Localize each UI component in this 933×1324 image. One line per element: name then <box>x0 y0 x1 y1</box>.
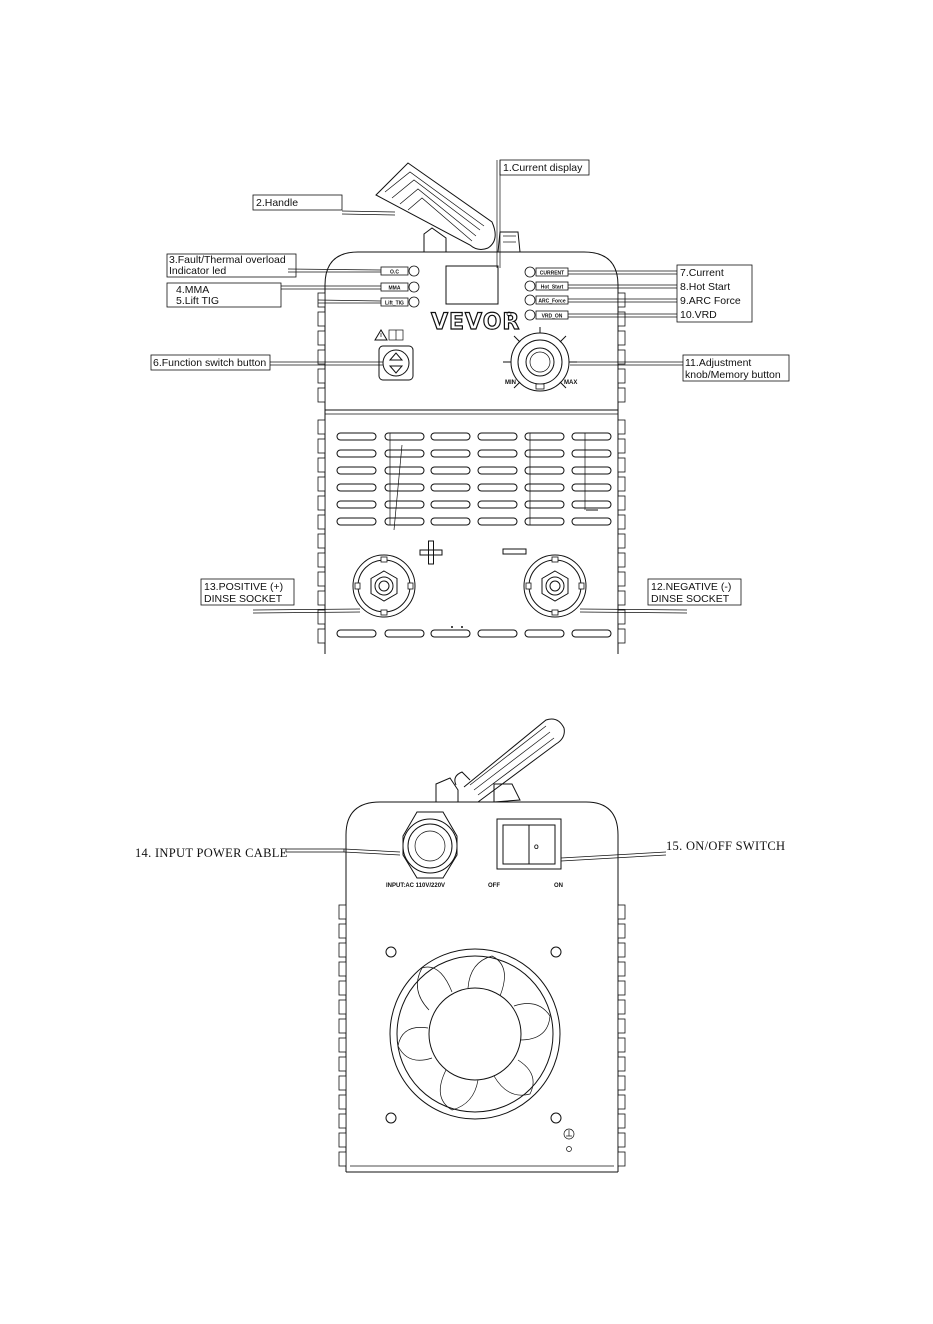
led-current-label: CURRENT <box>540 271 564 277</box>
front-handle-drawing <box>375 162 521 253</box>
function-switch-button-drawing <box>378 345 414 381</box>
right-indicator-leds: CURRENT Hot_Start ARC_Force VRD_ON <box>524 266 569 321</box>
callout-function-switch: 6.Function switch button <box>153 357 266 369</box>
knob-min-label: MIN <box>505 380 516 386</box>
plus-sign-icon <box>419 540 443 565</box>
front-view: O.C MMA Lift_TIG CURRENT Hot_Start ARC_F… <box>317 162 626 654</box>
front-callouts: 1.Current display 2.Handle 3.Fault/Therm… <box>150 159 790 614</box>
left-indicator-leds: O.C MMA Lift_TIG <box>380 265 420 308</box>
led-vrd <box>524 309 536 321</box>
callout-13-box <box>200 578 295 606</box>
knob-max-label: MAX <box>564 380 577 386</box>
callout-positive-line1: 13.POSITIVE (+) <box>204 581 283 593</box>
callout-current-display: 1.Current display <box>503 162 583 174</box>
front-side-fins <box>317 292 626 644</box>
callout-negative-line1: 12.NEGATIVE (-) <box>651 581 731 593</box>
back-body-outline <box>345 801 619 1172</box>
back-callouts: 14. INPUT POWER CABLE 15. ON/OFF SWITCH <box>135 839 785 862</box>
led-tig <box>408 296 420 308</box>
callout-7-10-box <box>676 264 753 323</box>
led-arc-force-label: ARC_Force <box>538 299 565 305</box>
registered-mark-icon <box>506 311 512 317</box>
front-vent-slots <box>336 432 612 638</box>
negative-socket-drawing <box>523 554 587 618</box>
led-mma <box>408 281 420 293</box>
on-label: ON <box>554 883 563 889</box>
callout-mma: 4.MMA <box>176 284 209 296</box>
ground-symbol-icon <box>563 1128 575 1152</box>
on-off-switch-drawing <box>496 818 562 870</box>
input-power-cable-gland <box>402 811 458 879</box>
callout-2-box <box>252 194 343 211</box>
off-label: OFF <box>488 883 500 889</box>
callout-6-box <box>150 354 271 371</box>
positive-socket-drawing <box>352 554 416 618</box>
led-oc-label: O.C <box>390 270 399 276</box>
led-current <box>524 266 536 278</box>
led-oc <box>408 265 420 277</box>
callout-input-cable: 14. INPUT POWER CABLE <box>135 846 288 860</box>
callout-3-box <box>166 253 297 278</box>
back-view: INPUT:AC 110V/220V O OFF ON <box>338 718 626 1173</box>
adjustment-knob-drawing: MIN MAX <box>503 327 577 392</box>
back-side-fins <box>338 904 626 1167</box>
callout-knob-line1: 11.Adjustment <box>685 357 751 369</box>
led-mma-label: MMA <box>389 286 401 292</box>
callout-negative-line2: DINSE SOCKET <box>651 593 730 605</box>
led-vrd-label: VRD_ON <box>542 314 563 320</box>
callout-11-box <box>682 354 790 382</box>
manual-icon <box>388 329 404 341</box>
warning-icon <box>374 329 388 341</box>
callout-vrd: 10.VRD <box>680 309 717 321</box>
callout-current: 7.Current <box>680 267 724 279</box>
callout-handle: 2.Handle <box>256 197 298 209</box>
minus-sign-icon <box>502 548 527 555</box>
callout-lift-tig: 5.Lift TIG <box>176 295 219 307</box>
callout-fault-line2: Indicator led <box>169 265 226 277</box>
callout-positive-line2: DINSE SOCKET <box>204 593 283 605</box>
callout-arc-force: 9.ARC Force <box>680 295 741 307</box>
led-hot-start-label: Hot_Start <box>541 285 564 291</box>
led-tig-label: Lift_TIG <box>385 301 404 307</box>
callout-4-5-box <box>166 282 282 308</box>
cooling-fan-drawing <box>385 946 562 1124</box>
led-arc-force <box>524 294 536 306</box>
led-hot-start <box>524 280 536 292</box>
current-display-screen <box>445 265 499 305</box>
input-rating-label: INPUT:AC 110V/220V <box>386 883 445 889</box>
callout-knob-line2: knob/Memory button <box>685 369 781 381</box>
callout-on-off-switch: 15. ON/OFF SWITCH <box>666 839 785 853</box>
switch-mark-label: O <box>534 845 539 851</box>
callout-hot-start: 8.Hot Start <box>680 281 730 293</box>
callout-12-box <box>647 578 742 606</box>
brand-logo: VEVOR <box>431 310 520 335</box>
back-handle-drawing <box>435 718 565 803</box>
callout-fault-line1: 3.Fault/Thermal overload <box>169 254 286 266</box>
